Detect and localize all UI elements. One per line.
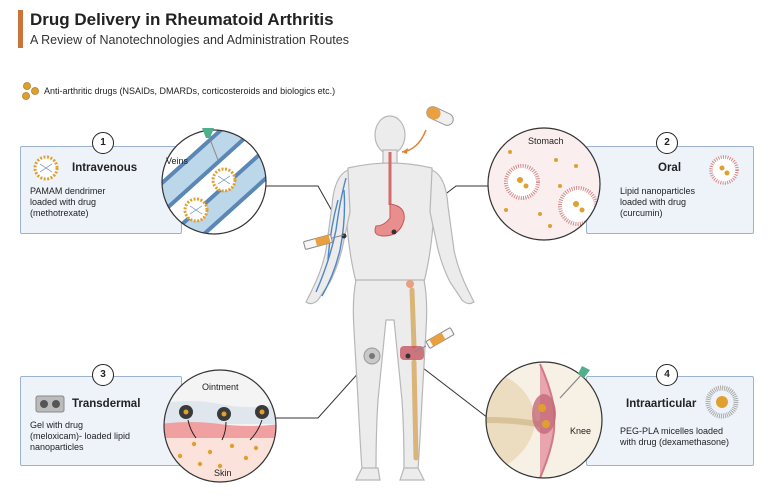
page-subtitle: A Review of Nanotechnologies and Adminis… — [30, 33, 349, 47]
route-desc-line: loaded with drug — [620, 197, 687, 207]
route-desc-line: with drug (dexamethasone) — [620, 437, 730, 447]
micelle-icon — [705, 385, 739, 419]
route-title-oral: Oral — [658, 162, 682, 174]
gel-jar-icon — [35, 395, 65, 413]
inset-label-veins: Veins — [166, 156, 189, 166]
syringe-icon-arm — [303, 234, 345, 250]
route-desc-line: loaded with drug — [30, 197, 97, 207]
route-desc-line: Lipid nanoparticles — [620, 186, 696, 196]
page-title: Drug Delivery in Rheumatoid Arthritis — [30, 10, 334, 29]
syringe-icon-knee — [413, 327, 455, 353]
route-title-intraarticular: Intraarticular — [626, 398, 697, 410]
route-desc-line: (methotrexate) — [30, 208, 89, 218]
route-title-intravenous: Intravenous — [72, 162, 138, 174]
route-desc-line: PEG-PLA micelles loaded — [620, 426, 724, 436]
capsule-icon — [401, 106, 454, 154]
inset-knee — [485, 361, 603, 479]
human-body — [305, 115, 475, 481]
lipid-nanoparticle-icon — [709, 155, 739, 185]
route-desc-line: PAMAM dendrimer — [30, 186, 106, 196]
inset-label-knee: Knee — [570, 426, 592, 436]
dendrimer-icon — [33, 155, 59, 181]
legend-label: Anti-arthritic drugs (NSAIDs, DMARDs, co… — [44, 86, 336, 96]
route-desc-line: (meloxicam)- loaded lipid — [30, 431, 131, 441]
route-desc-line: (curcumin) — [620, 208, 663, 218]
route-number-2: 2 — [656, 132, 678, 154]
route-number-4: 4 — [656, 364, 678, 386]
route-desc-line: Gel with drug — [30, 420, 84, 430]
route-number-1: 1 — [92, 132, 114, 154]
inset-veins — [161, 128, 267, 235]
route-title-transdermal: Transdermal — [72, 398, 141, 410]
title-accent-bar — [18, 10, 23, 48]
route-desc-line: nanoparticles — [30, 442, 84, 452]
route-number-3: 3 — [92, 364, 114, 386]
inset-stomach — [487, 127, 601, 241]
inset-label-stomach: Stomach — [528, 136, 564, 146]
inset-label-ointment: Ointment — [202, 382, 239, 392]
inset-label-skin: Skin — [214, 468, 232, 478]
